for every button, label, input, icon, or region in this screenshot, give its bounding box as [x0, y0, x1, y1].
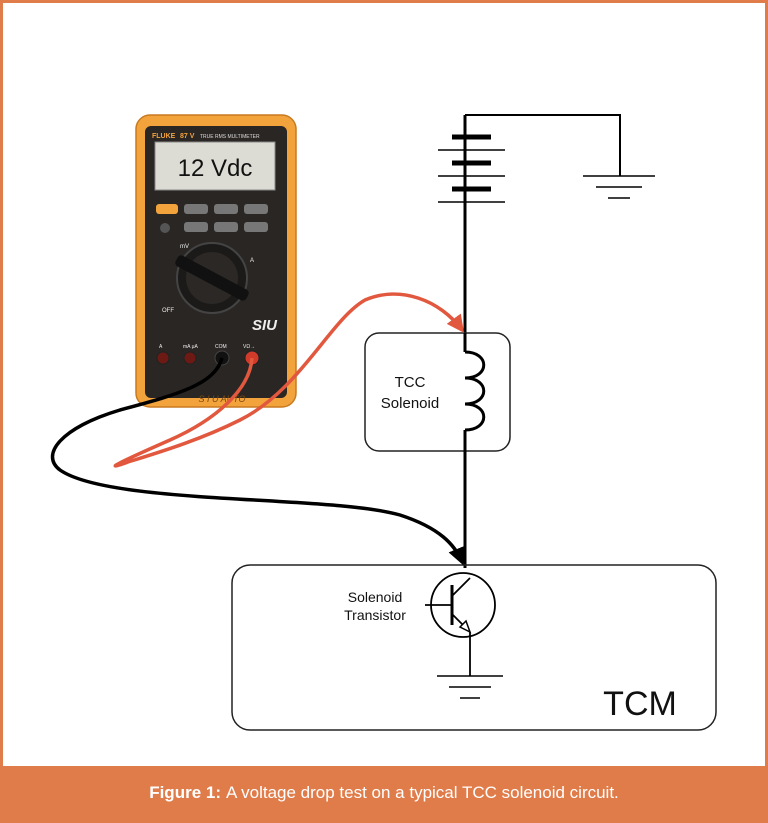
meter-display-reading: 12 Vdc: [178, 155, 253, 182]
red-test-lead: [113, 292, 465, 468]
jack-label-v: VΩ→: [243, 344, 255, 350]
transistor-label-line1: Solenoid: [348, 589, 403, 605]
meter-brand: FLUKE: [152, 133, 176, 140]
meter-model: 87 V: [180, 133, 195, 140]
solenoid-box: [364, 332, 511, 452]
jack-label-ma: mA μA: [183, 344, 198, 350]
meter-owner-mark: SIU: [252, 317, 278, 334]
solenoid-label-line1: TCC: [395, 374, 426, 391]
jack-ma: [183, 351, 197, 365]
meter-mv-label: mV: [180, 244, 189, 250]
tcc-solenoid: TCC Solenoid: [364, 332, 511, 568]
meter-button-hold: [214, 204, 238, 214]
caption-label: Figure 1:: [149, 783, 221, 802]
meter-off-label: OFF: [162, 308, 174, 314]
jack-label-a: A: [159, 344, 163, 350]
meter-button-hz: [214, 222, 238, 232]
meter-lcd: [154, 141, 276, 191]
transistor-label-line2: Transistor: [344, 607, 406, 623]
caption-text: A voltage drop test on a typical TCC sol…: [226, 783, 619, 802]
meter-amp-label: A: [250, 258, 254, 264]
figure-caption: Figure 1: A voltage drop test on a typic…: [3, 766, 765, 820]
tcm-module: TCM Solenoid Transistor: [231, 564, 717, 731]
meter-button-backlight: [244, 222, 268, 232]
meter-button-yellow: [156, 204, 178, 214]
meter-button-minmax: [244, 204, 268, 214]
ground-symbol-top: [465, 114, 655, 199]
meter-bottom-mark: S I U AUTO: [198, 394, 245, 404]
black-test-lead: [50, 357, 465, 566]
multimeter: FLUKE 87 V TRUE RMS MULTIMETER 12 Vdc OF…: [135, 114, 297, 408]
tcm-label: TCM: [603, 685, 677, 723]
ground-symbol-bottom: [437, 675, 503, 699]
meter-button-range: [184, 204, 208, 214]
meter-buttons: [156, 204, 268, 233]
jack-label-com: COM: [215, 344, 227, 350]
meter-button-round: [160, 223, 170, 233]
coil-symbol: [464, 350, 486, 432]
tcm-box: [231, 564, 717, 731]
meter-model-desc: TRUE RMS MULTIMETER: [200, 134, 260, 140]
meter-button-rel: [184, 222, 208, 232]
jack-a: [156, 351, 170, 365]
battery-symbol: [438, 115, 505, 350]
solenoid-label-line2: Solenoid: [381, 395, 439, 412]
meter-dial-pointer: [175, 255, 249, 301]
